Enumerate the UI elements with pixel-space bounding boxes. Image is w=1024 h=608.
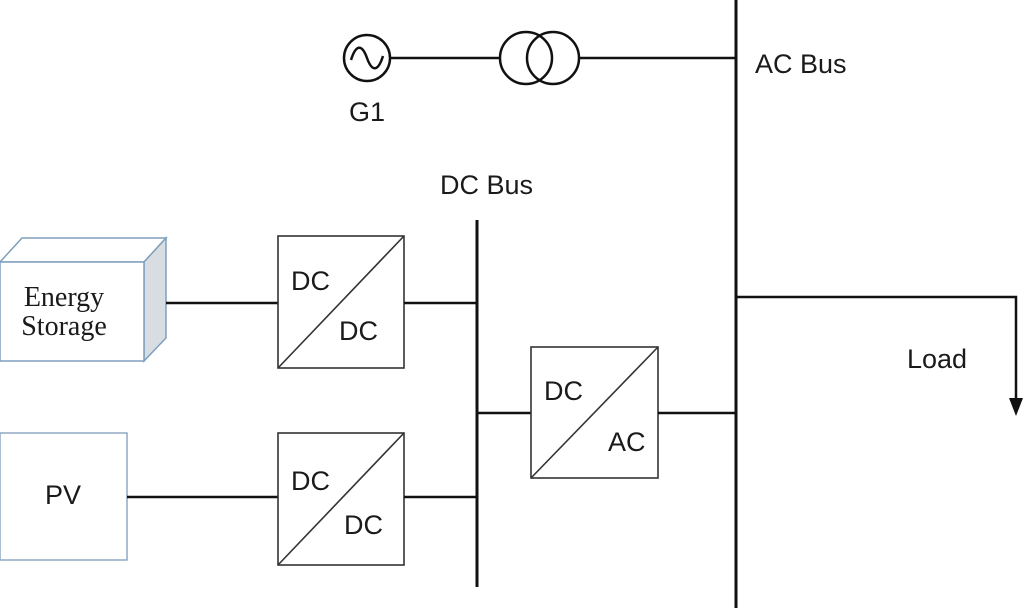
dcdc-top-out-label: DC [339, 316, 378, 346]
dcdc-converter-bottom: DC DC [277, 432, 405, 566]
ac-source-icon [342, 33, 392, 83]
energy-storage-label-line1: Energy [24, 282, 104, 313]
dcdc-top-in-label: DC [291, 266, 330, 296]
load-feeder: Load [736, 295, 1023, 416]
dcac-inverter: DC AC [530, 346, 659, 479]
dcdc-bottom-in-label: DC [291, 466, 330, 496]
dcac-in-label: DC [544, 376, 583, 406]
generator-label: G1 [349, 97, 385, 127]
load-label: Load [907, 344, 967, 374]
energy-storage-label-line2: Storage [21, 311, 107, 342]
energy-storage-block: Energy Storage [0, 236, 168, 363]
load-arrow-icon [1009, 398, 1023, 416]
ac-bus-label: AC Bus [755, 49, 847, 79]
dcac-out-label: AC [608, 427, 646, 457]
transformer-icon [498, 30, 581, 86]
generator: G1 [342, 33, 392, 127]
dcdc-bottom-out-label: DC [344, 510, 383, 540]
dcdc-converter-top: DC DC [277, 235, 405, 369]
pv-block: PV [0, 432, 128, 561]
dc-bus-label: DC Bus [440, 170, 533, 200]
pv-label: PV [45, 480, 81, 510]
